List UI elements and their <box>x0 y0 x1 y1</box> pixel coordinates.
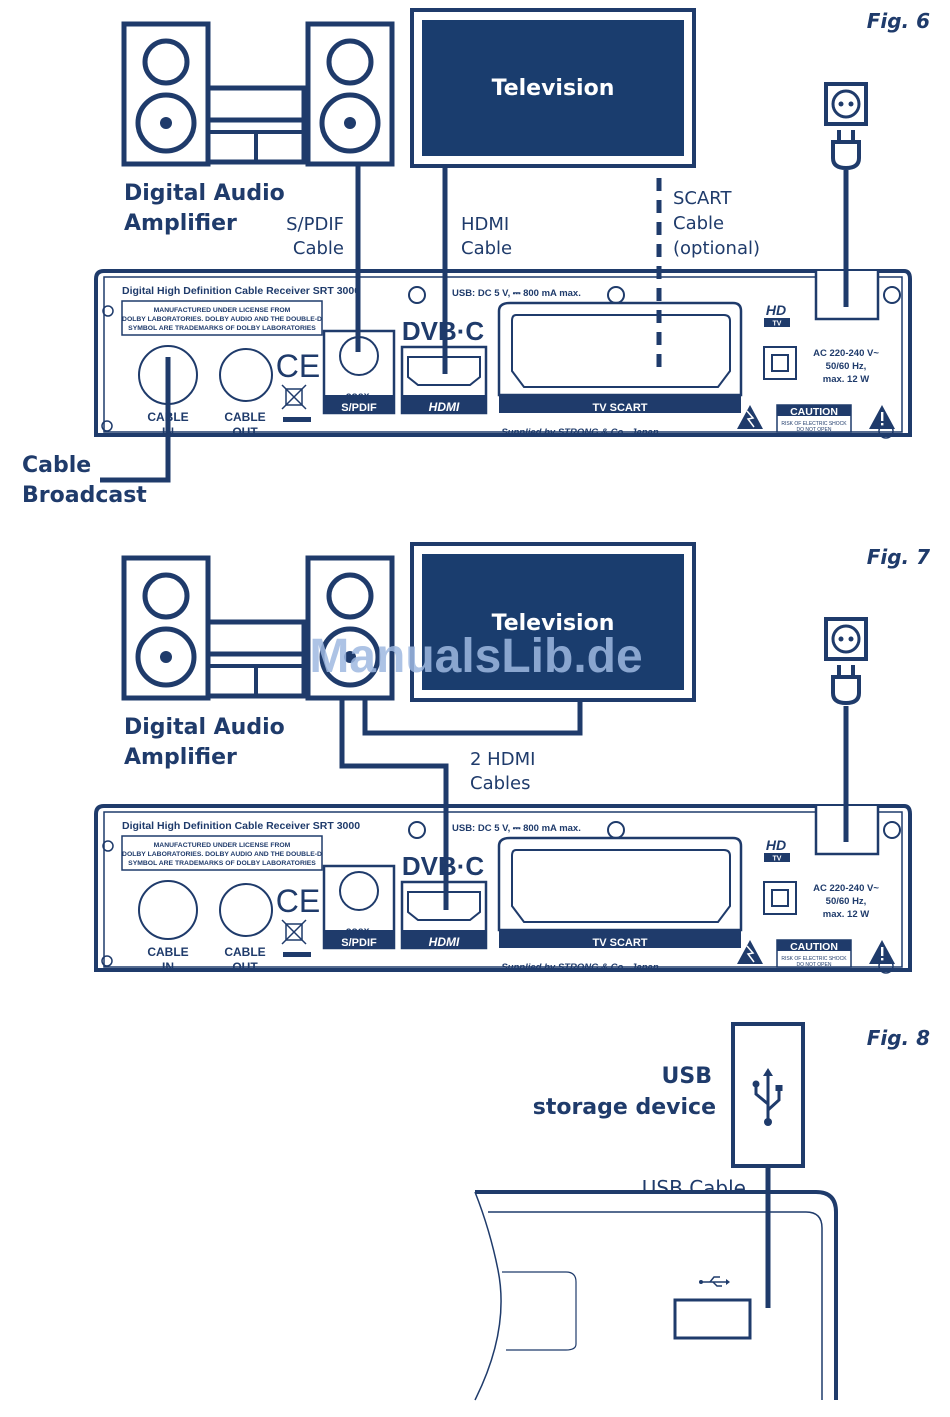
svg-text:50/60 Hz,: 50/60 Hz, <box>826 361 867 372</box>
fig7-hdmi-cable-receiver <box>339 698 449 910</box>
svg-text:50/60 Hz,: 50/60 Hz, <box>826 896 867 907</box>
fig7-hdmi-cable-tv <box>362 698 583 736</box>
svg-text:SYMBOL ARE TRADEMARKS OF DOLBY: SYMBOL ARE TRADEMARKS OF DOLBY LABORATOR… <box>128 860 316 867</box>
svg-text:DOLBY LABORATORIES. DOLBY AUDI: DOLBY LABORATORIES. DOLBY AUDIO AND THE … <box>122 851 322 858</box>
fig7-tv-label: Television <box>492 611 615 636</box>
fig6-receiver: Digital High Definition Cable Receiver S… <box>94 269 912 440</box>
fig6-spdif-1: S/PDIF <box>286 214 344 235</box>
fig6-amp-unit <box>208 88 304 162</box>
svg-text:TV SCART: TV SCART <box>593 937 648 949</box>
svg-text:DO NOT OPEN: DO NOT OPEN <box>797 427 832 433</box>
svg-text:Supplied by STRONG & Co., Japa: Supplied by STRONG & Co., Japan <box>501 427 658 438</box>
svg-text:RISK OF ELECTRIC SHOCK: RISK OF ELECTRIC SHOCK <box>781 956 847 962</box>
figure-6: Fig. 6 Digital Audio Amplifier Televisio… <box>22 8 930 508</box>
fig8-usb-label-2: storage device <box>533 1095 716 1120</box>
usb-port <box>673 1298 752 1340</box>
svg-text:Digital High Definition Cable: Digital High Definition Cable Receiver S… <box>122 285 360 297</box>
fig7-hdmi-1: 2 HDMI <box>470 749 535 770</box>
fig8-usb-label-1: USB <box>662 1064 712 1089</box>
svg-text:IN: IN <box>162 960 174 974</box>
fig6-label: Fig. 6 <box>867 9 930 33</box>
fig6-scart-2: Cable <box>673 213 724 234</box>
svg-text:MANUFACTURED UNDER LICENSE FRO: MANUFACTURED UNDER LICENSE FROM <box>154 307 291 314</box>
fig8-label: Fig. 8 <box>867 1026 930 1050</box>
svg-text:HDMI: HDMI <box>429 400 460 414</box>
fig7-label: Fig. 7 <box>867 545 930 569</box>
fig6-hdmi-2: Cable <box>461 238 512 259</box>
fig6-cable-label-1: Cable <box>22 453 91 478</box>
svg-text:SYMBOL ARE TRADEMARKS OF DOLBY: SYMBOL ARE TRADEMARKS OF DOLBY LABORATOR… <box>128 325 316 332</box>
fig8-usb-stick <box>731 1022 805 1168</box>
fig7-dvbc-logo: DVB·C <box>402 851 485 881</box>
fig6-scart-1: SCART <box>673 188 733 209</box>
figure-7: Fig. 7 Digital Audio Amplifier Televisio… <box>94 542 930 975</box>
svg-text:Supplied by STRONG & Co., Japa: Supplied by STRONG & Co., Japan <box>501 962 658 973</box>
fig6-right-speaker <box>308 24 392 164</box>
usb-port-icon <box>699 1276 730 1287</box>
fig6-scart-3: (optional) <box>673 238 760 259</box>
figure-8: Fig. 8 USB storage device USB Cable <box>474 1022 930 1401</box>
svg-text:CAUTION: CAUTION <box>790 406 838 418</box>
svg-text:Digital High Definition Cable: Digital High Definition Cable Receiver S… <box>122 820 360 832</box>
svg-text:max. 12 W: max. 12 W <box>823 909 869 920</box>
svg-text:CAUTION: CAUTION <box>790 941 838 953</box>
svg-text:TV SCART: TV SCART <box>593 402 648 414</box>
fig7-hd-logo: HD <box>766 837 786 853</box>
svg-text:HDMI: HDMI <box>429 935 460 949</box>
fig7-cables <box>339 698 849 910</box>
svg-text:AC 220-240 V~: AC 220-240 V~ <box>813 348 879 359</box>
fig6-hdmi-1: HDMI <box>461 214 509 235</box>
svg-text:USB: DC 5 V, ⎓ 800 mA max.: USB: DC 5 V, ⎓ 800 mA max. <box>452 823 581 834</box>
fig6-antenna-cable <box>100 357 171 483</box>
svg-text:RISK OF ELECTRIC SHOCK: RISK OF ELECTRIC SHOCK <box>781 421 847 427</box>
fig7-left-speaker <box>124 558 208 698</box>
fig6-spdif-2: Cable <box>293 238 344 259</box>
svg-text:coax.: coax. <box>346 390 373 402</box>
svg-text:max. 12 W: max. 12 W <box>823 374 869 385</box>
fig7-ce-mark: CE <box>276 883 320 919</box>
fig6-power-plug-icon <box>824 82 868 170</box>
svg-text:CABLE: CABLE <box>224 945 265 959</box>
svg-text:MANUFACTURED UNDER LICENSE FRO: MANUFACTURED UNDER LICENSE FROM <box>154 842 291 849</box>
svg-text:TV: TV <box>773 321 782 328</box>
fig7-amp-label-1: Digital Audio <box>124 715 285 740</box>
fig6-amp-label-2: Amplifier <box>124 211 237 236</box>
svg-text:DO NOT OPEN: DO NOT OPEN <box>797 962 832 968</box>
fig6-hd-logo: HD <box>766 302 786 318</box>
watermark: ManualsLib.de <box>309 630 642 683</box>
fig6-cables <box>100 166 849 483</box>
fig7-amp-unit <box>208 622 304 696</box>
fig8-receiver-front <box>474 1190 838 1401</box>
svg-text:OUT: OUT <box>232 960 258 974</box>
svg-text:S/PDIF: S/PDIF <box>341 402 377 414</box>
svg-text:AC 220-240 V~: AC 220-240 V~ <box>813 883 879 894</box>
svg-text:USB: DC 5 V, ⎓ 800 mA max.: USB: DC 5 V, ⎓ 800 mA max. <box>452 288 581 299</box>
svg-text:CABLE: CABLE <box>224 410 265 424</box>
fig6-left-speaker <box>124 24 208 164</box>
svg-text:OUT: OUT <box>232 425 258 439</box>
svg-text:coax.: coax. <box>346 925 373 937</box>
fig7-receiver: Digital High Definition Cable Receiver S… <box>94 804 912 975</box>
fig7-amp-label-2: Amplifier <box>124 745 237 770</box>
fig6-amp-label-1: Digital Audio <box>124 181 285 206</box>
svg-text:DOLBY LABORATORIES. DOLBY AUDI: DOLBY LABORATORIES. DOLBY AUDIO AND THE … <box>122 316 322 323</box>
svg-text:S/PDIF: S/PDIF <box>341 937 377 949</box>
svg-text:CABLE: CABLE <box>147 945 188 959</box>
fig6-amplifier <box>124 24 392 164</box>
fig6-cable-label-2: Broadcast <box>22 483 147 508</box>
fig7-hdmi-2: Cables <box>470 773 530 794</box>
fig6-ce-mark: CE <box>276 348 320 384</box>
fig7-television: Television <box>410 542 696 702</box>
svg-text:TV: TV <box>773 856 782 863</box>
fig6-tv-label: Television <box>492 76 615 101</box>
usb-icon <box>752 1068 783 1126</box>
fig6-television: Television <box>410 8 696 168</box>
fig7-power-plug-icon <box>824 617 868 705</box>
